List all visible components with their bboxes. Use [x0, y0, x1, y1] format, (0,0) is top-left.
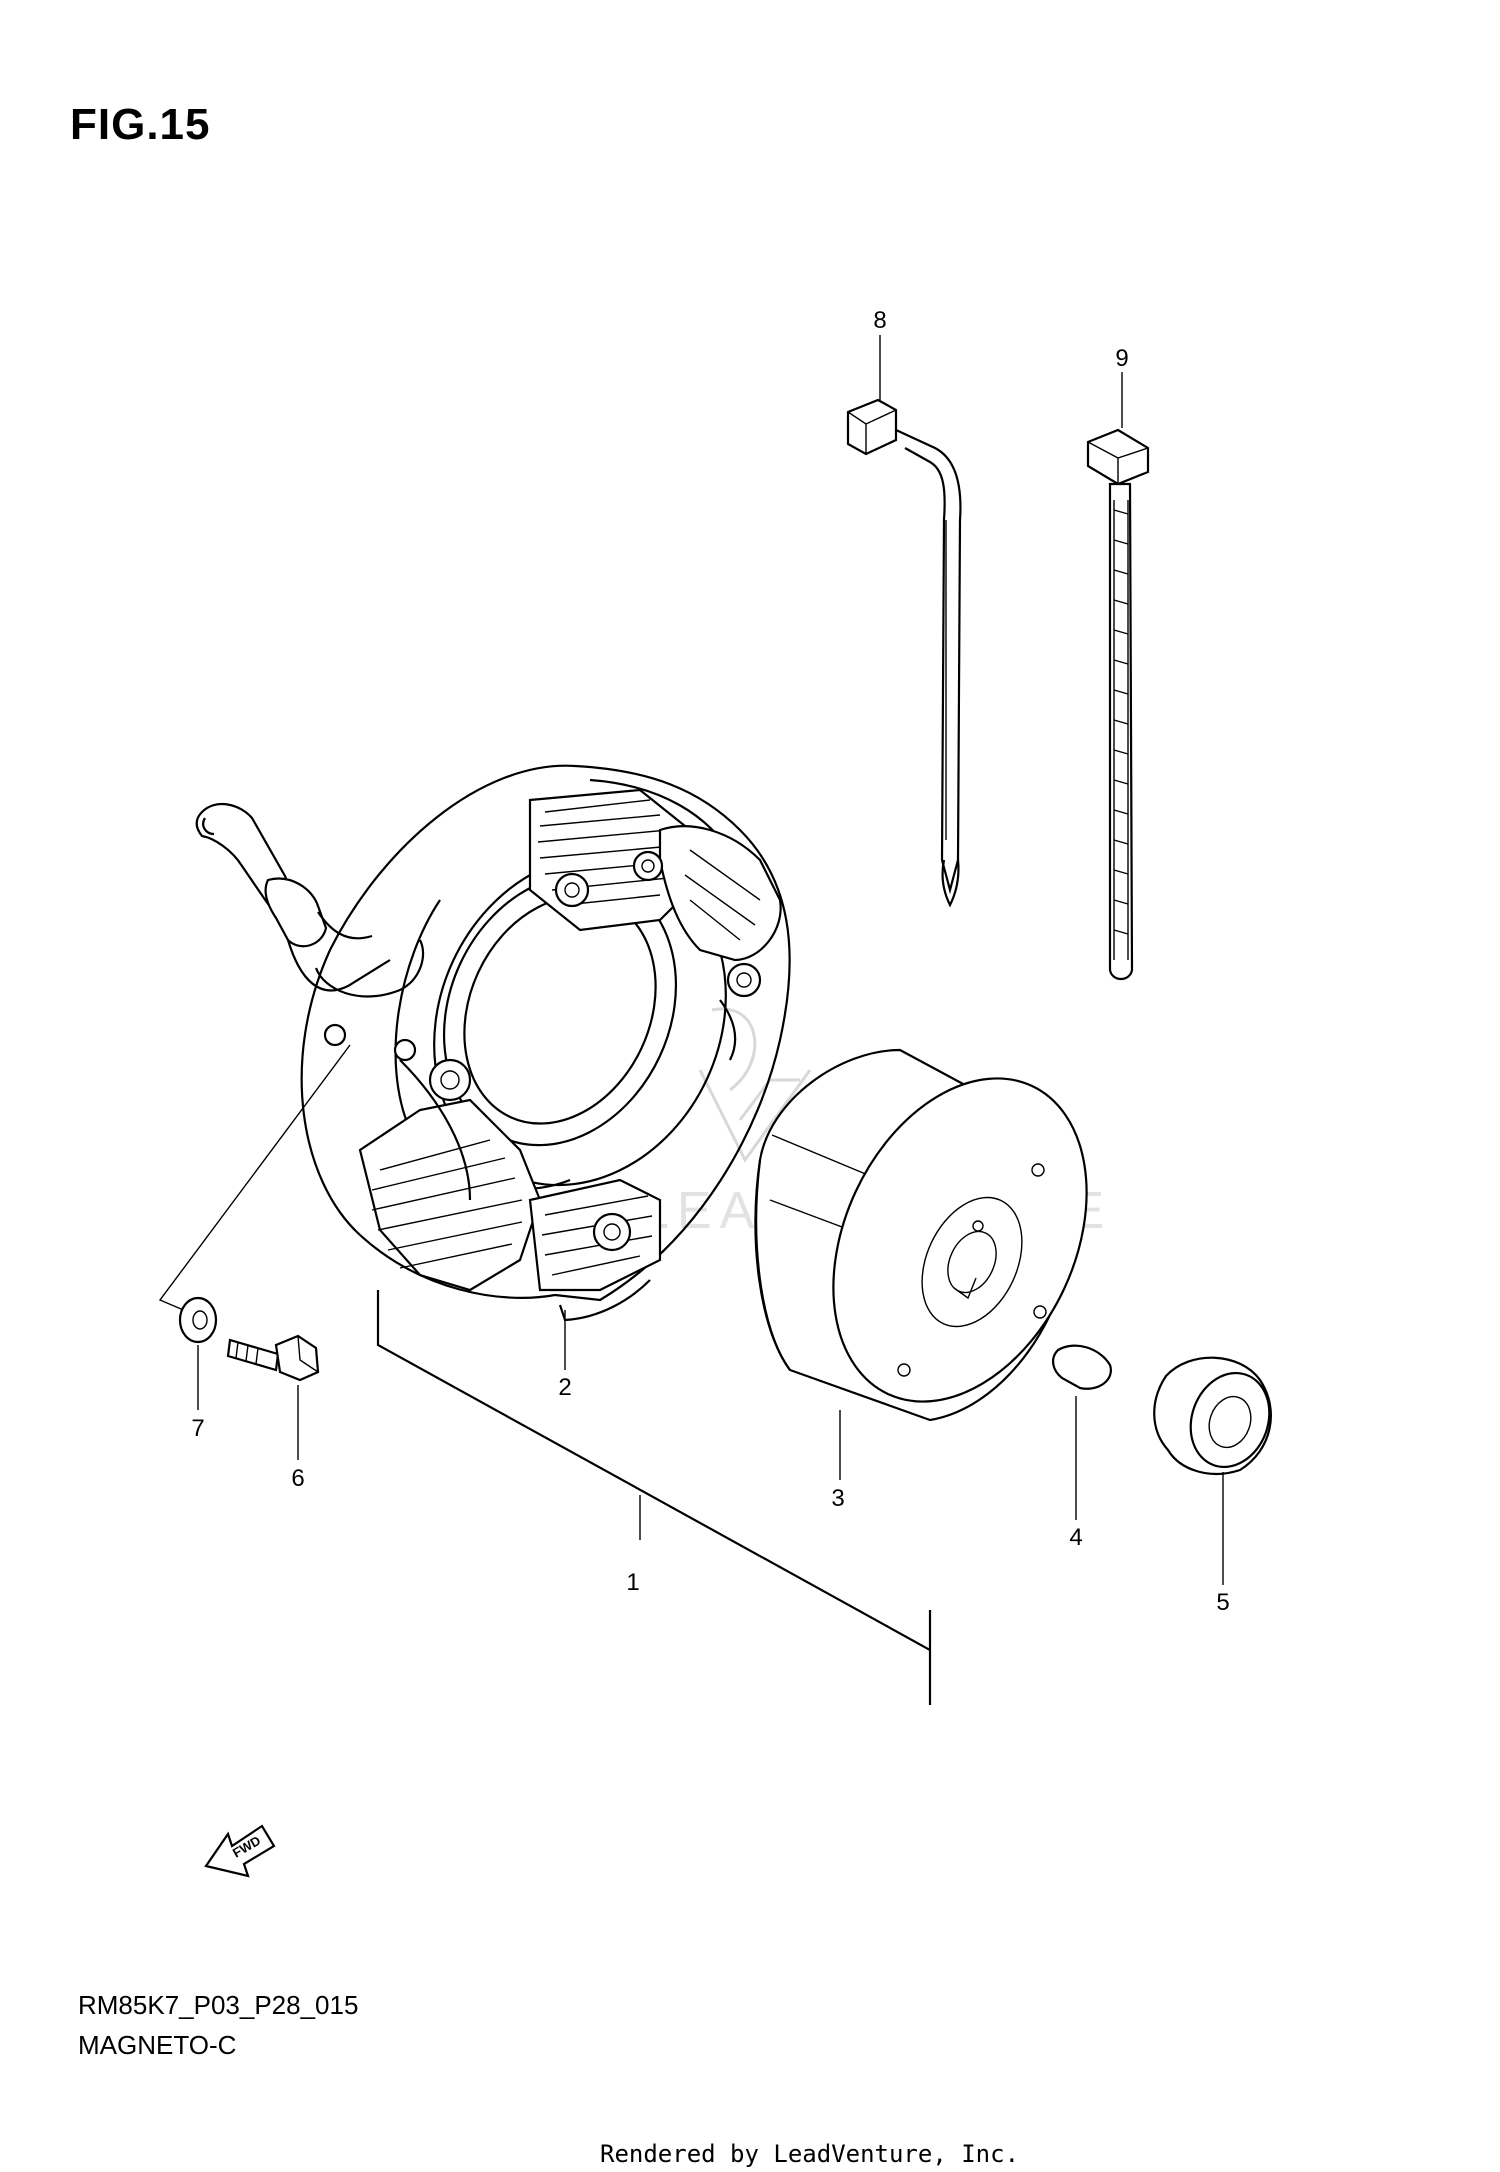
cable-tie [1086, 372, 1150, 981]
callout-6: 6 [291, 1465, 304, 1492]
diagram-code: RM85K7_P03_P28_015 [78, 1990, 359, 2020]
rotor-nut [1153, 1356, 1273, 1585]
render-credit: Rendered by LeadVenture, Inc. [600, 2140, 1020, 2168]
figure-title: FIG.15 [70, 100, 211, 149]
clip-tie [846, 335, 962, 908]
rotor [754, 1048, 1088, 1480]
washer [178, 1296, 218, 1410]
fwd-arrow-icon: FWD [204, 1824, 276, 1878]
callout-5: 5 [1216, 1589, 1229, 1616]
woodruff-key [1052, 1344, 1112, 1520]
callout-2: 2 [558, 1374, 571, 1401]
callout-7: 7 [191, 1415, 204, 1442]
callout-9: 9 [1115, 345, 1128, 372]
callout-1: 1 [626, 1569, 639, 1596]
stator-assembly [158, 764, 932, 1705]
mounting-bolt [226, 1334, 320, 1460]
callout-3: 3 [831, 1485, 844, 1512]
callout-4: 4 [1069, 1524, 1082, 1551]
callout-8: 8 [873, 307, 886, 334]
diagram-name: MAGNETO-C [78, 2030, 237, 2060]
